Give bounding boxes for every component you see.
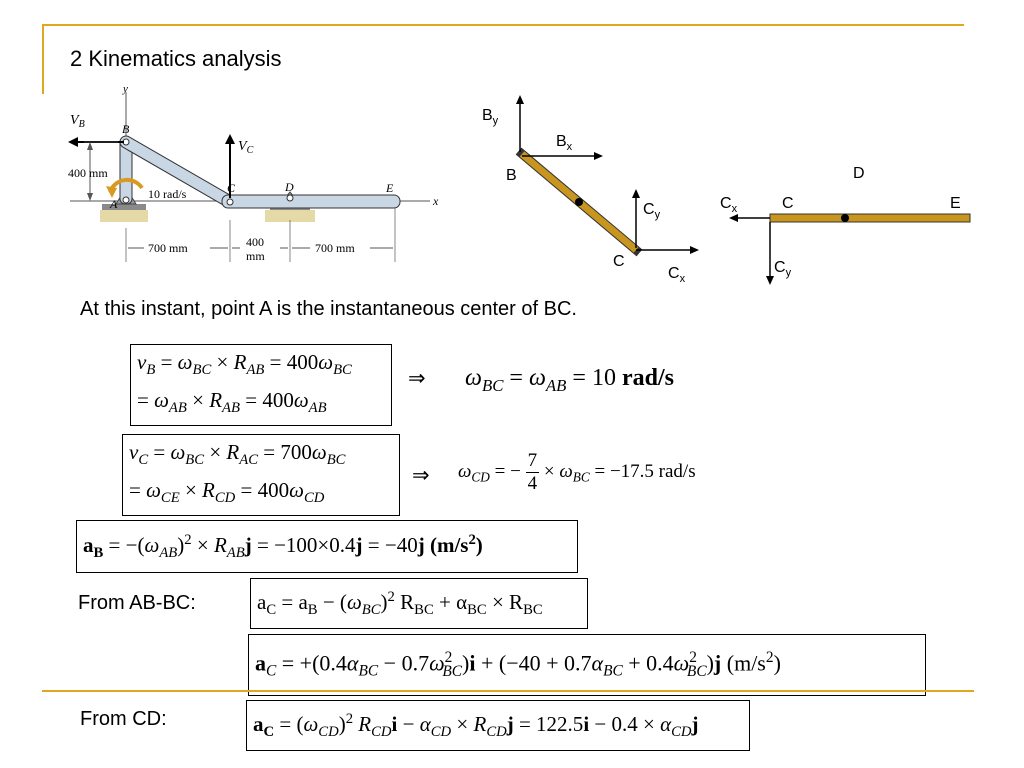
height-dimension: 400 mm	[68, 166, 108, 180]
fbd-ce-c: C	[782, 195, 794, 212]
top-accent-rule	[42, 24, 964, 26]
svg-text:Bx: Bx	[556, 133, 573, 153]
eq-accel-c-vector: aC = aB − (ωBC)2 RBC + αBC × RBC	[250, 578, 588, 630]
omega-label: 10 rad/s	[148, 187, 187, 201]
point-d-label: D	[284, 180, 294, 194]
bottom-accent-rule	[42, 690, 974, 692]
svg-text:VB: VB	[70, 113, 85, 130]
svg-text:VC: VC	[238, 139, 254, 156]
instant-center-statement: At this instant, point A is the instanta…	[80, 298, 577, 320]
fbd-bc-cy: C	[643, 201, 655, 218]
fbd-bc-by: B	[482, 107, 493, 124]
fbd-bc-bx: B	[556, 133, 567, 150]
left-accent-rule	[42, 24, 44, 94]
mechanism-figure: y x VB VC B A C D E 400 mm 10 rad/s 700 …	[68, 83, 439, 263]
fbd-ce-cy: C	[774, 259, 786, 276]
eq-omega-bc: ωBC = ωAB = 10 rad/s	[465, 365, 674, 395]
dim-700-right: 700 mm	[315, 241, 355, 255]
fbd-ce-d: D	[853, 165, 865, 182]
eq-velocity-c: vC = ωBC × RAC = 700ωBC = ωCE × RCD = 40…	[122, 434, 400, 517]
svg-text:By: By	[482, 107, 499, 127]
point-c-label: C	[227, 181, 236, 195]
vc-label: V	[238, 139, 248, 154]
fbd-ce-cx: C	[720, 195, 732, 212]
point-a-label: A	[109, 197, 118, 211]
svg-text:Cy: Cy	[774, 259, 792, 279]
x-axis-label: x	[432, 194, 439, 208]
fbd-bc-b: B	[506, 167, 517, 184]
svg-text:Cx: Cx	[668, 265, 686, 285]
y-axis-label: y	[122, 83, 128, 95]
fbd-ce: D Cx C E Cy	[720, 165, 971, 285]
ground-a	[100, 210, 148, 222]
eq-velocity-b: vB = ωBC × RAB = 400ωBC = ωAB × RAB = 40…	[130, 344, 392, 427]
ground-d	[265, 210, 315, 222]
eq-accel-c-expanded: aC = +(0.4αBC − 0.7ω2BC)i + (−40 + 0.7αB…	[248, 634, 926, 696]
implies-2: ⇒	[412, 463, 430, 487]
fbd-bc-c: C	[613, 253, 625, 270]
from-ab-bc-label: From AB-BC:	[78, 592, 196, 614]
fbd-ce-e: E	[950, 195, 961, 212]
slide-title: 2 Kinematics analysis	[70, 46, 282, 71]
link-bc	[120, 136, 236, 208]
eq-accel-c-cd: aC = (ωCD)2 RCDi − αCD × RCDj = 122.5i −…	[246, 700, 750, 752]
from-cd-label: From CD:	[80, 708, 167, 730]
dim-400-bottom: mm	[246, 249, 265, 263]
point-b-label: B	[122, 122, 130, 136]
bar-ce	[769, 213, 971, 223]
fbd-bc: By Bx B Cy C Cx	[482, 95, 699, 285]
fbd-bc-cx: C	[668, 265, 680, 282]
svg-text:Cy: Cy	[643, 201, 661, 221]
dim-700-left: 700 mm	[148, 241, 188, 255]
dim-400-top: 400	[246, 235, 264, 249]
eq-accel-b: aB = −(ωAB)2 × RABj = −100×0.4j = −40j (…	[76, 520, 578, 574]
vb-label: V	[70, 113, 80, 128]
link-ce	[221, 194, 401, 209]
implies-1: ⇒	[408, 366, 426, 390]
svg-text:Cx: Cx	[720, 195, 738, 215]
point-e-label: E	[385, 181, 394, 195]
